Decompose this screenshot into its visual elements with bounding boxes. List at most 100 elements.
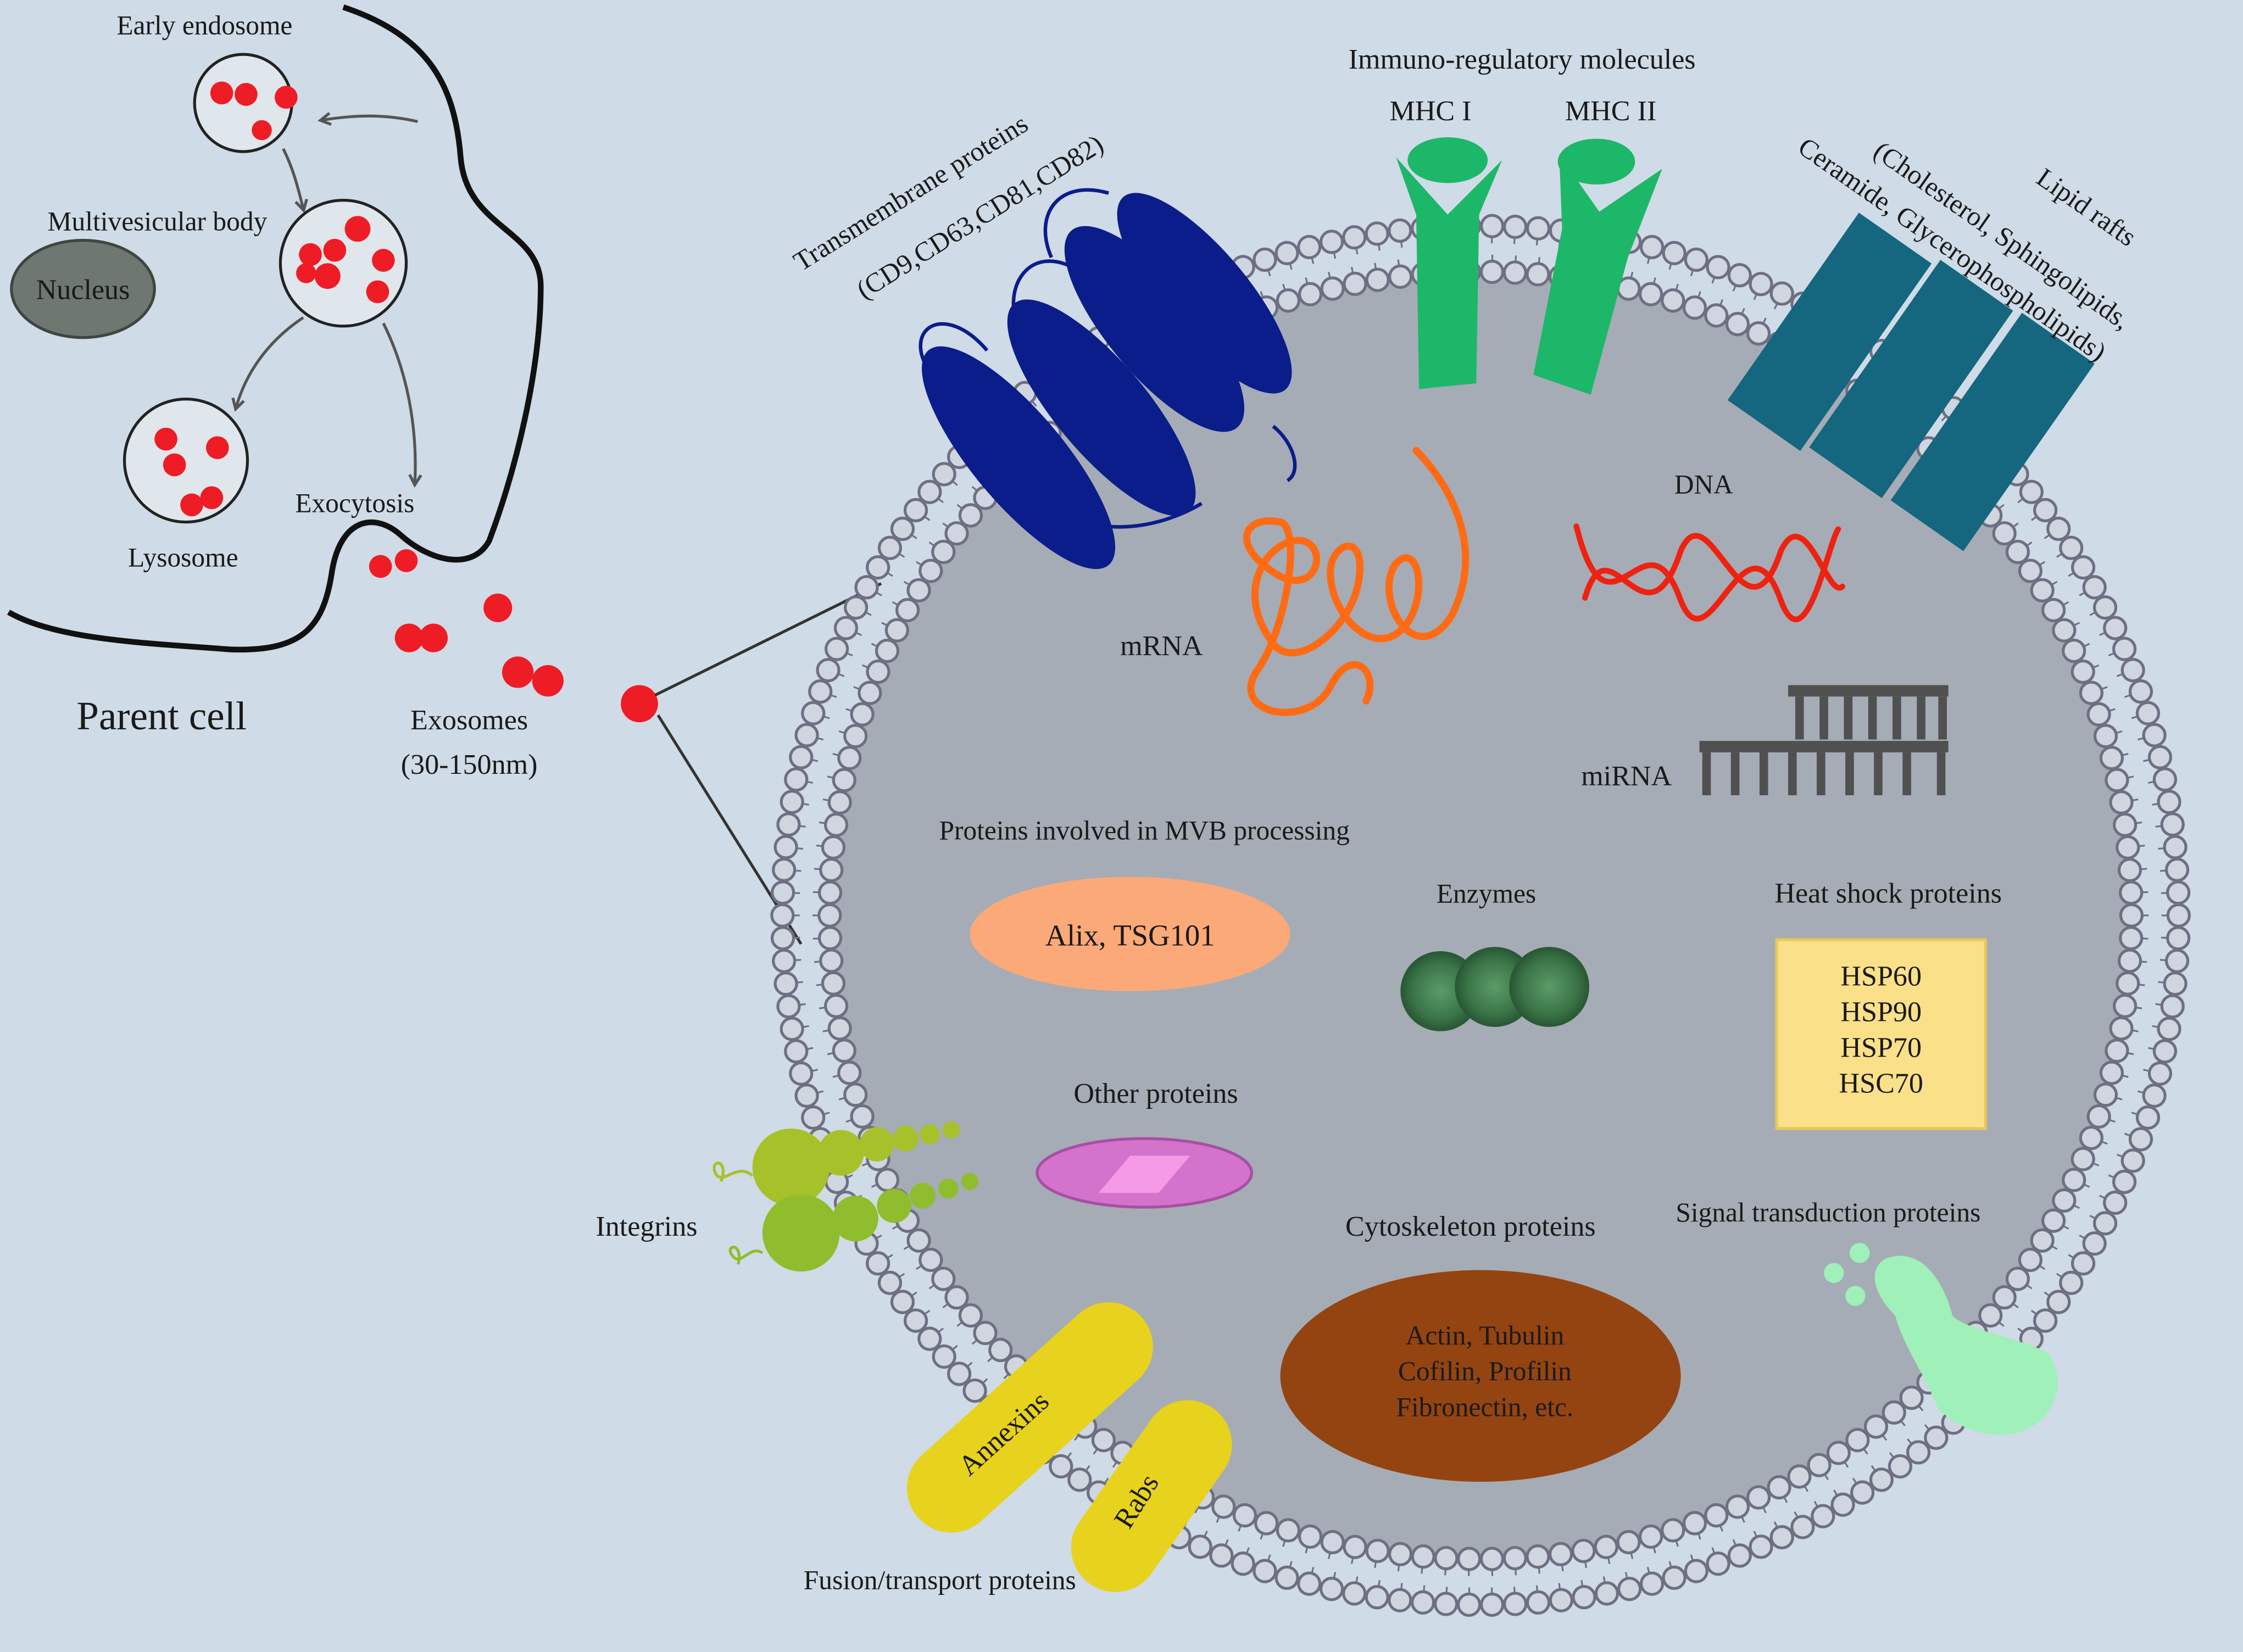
lipid-head (875, 638, 900, 663)
nucleus-label: Nucleus (36, 274, 130, 305)
lipid-head (832, 1038, 856, 1063)
cytoskeleton-protein (1280, 1270, 1681, 1482)
lipid-head (1526, 262, 1550, 287)
lipid-head (1411, 1590, 1435, 1615)
mvb-to-lysosome-arrow (236, 316, 304, 408)
lipid-head (1479, 259, 1505, 284)
early-endosome-label: Early endosome (116, 10, 292, 41)
integrins-label: Integrins (595, 1211, 697, 1242)
lipid-head (1479, 1547, 1505, 1571)
lipid-head (932, 462, 956, 487)
lipid-head (890, 516, 915, 542)
lipid-head (2157, 1017, 2181, 1041)
lipid-head (832, 768, 856, 792)
lipid-head (776, 812, 801, 837)
lipid-head (823, 812, 849, 837)
other-proteins-label: Other proteins (1073, 1078, 1238, 1109)
lipid-head (2052, 1188, 2077, 1213)
lipid-head (801, 701, 826, 725)
lipid-head (1706, 255, 1730, 280)
mhc2-label: MHC II (1565, 96, 1656, 127)
lipid-head (854, 575, 879, 600)
lipid-head (1388, 1542, 1413, 1566)
lipid-head (1548, 1542, 1573, 1566)
lipid-head (917, 1326, 942, 1351)
lipid-head (944, 521, 969, 546)
lipid-head (973, 1320, 998, 1346)
lipid-head (773, 971, 798, 996)
lipid-head (1526, 1544, 1550, 1569)
lipid-head (1684, 1559, 1708, 1583)
lipid-head (1433, 1592, 1459, 1616)
lipid-head (2142, 723, 2167, 747)
lipid-head (1978, 1303, 2003, 1328)
lipid-head (931, 1266, 956, 1291)
lipid-head (1992, 1285, 2017, 1310)
cytoskeleton-item: Actin, Tubulin (1406, 1320, 1565, 1350)
lipid-head (2019, 479, 2044, 504)
lipid-head (1297, 235, 1322, 260)
lipid-head (1863, 1414, 1889, 1439)
lipid-head (2086, 1104, 2111, 1129)
lipid-head (2071, 555, 2096, 580)
lipid-head (1479, 214, 1505, 238)
lipid-head (1343, 271, 1367, 296)
alix-tsg101-protein (970, 877, 1290, 991)
lipid-head (2062, 1168, 2086, 1192)
lipid-head (2152, 767, 2178, 792)
lipid-head (1684, 247, 1708, 272)
lipid-head (1342, 225, 1367, 250)
lipid-head (2157, 790, 2181, 814)
lipid-head (776, 994, 801, 1019)
lipid-head (843, 595, 869, 620)
mrna-strand (1243, 447, 1470, 716)
lipid-head (958, 1303, 983, 1328)
lipid-head (2128, 1127, 2153, 1152)
mvb-to-exocytosis-arrow (382, 322, 415, 484)
lipid-head (2163, 835, 2188, 860)
lipid-head (1661, 1518, 1685, 1543)
lipid-head (947, 1361, 972, 1386)
lipid-head (1638, 282, 1663, 306)
lipid-head (773, 835, 798, 860)
mirna-label: miRNA (1581, 761, 1672, 792)
lipid-head (819, 948, 844, 973)
lipid-head (770, 903, 795, 928)
lipid-head (772, 857, 797, 882)
lipid-head (2030, 1228, 2055, 1253)
lipid-head (1767, 1475, 1791, 1500)
lipid-head (2135, 701, 2161, 725)
immuno-regulatory-label: Immuno-regulatory molecules (1349, 44, 1696, 75)
hsp-title: Heat shock proteins (1774, 878, 2002, 909)
lipid-head (821, 971, 846, 996)
lipid-head (850, 1104, 875, 1129)
lipid-head (1411, 1544, 1435, 1569)
lipid-head (1769, 1525, 1794, 1550)
lipid-head (2079, 680, 2103, 705)
lipid-head (2052, 618, 2077, 643)
lipid-head (1882, 1400, 1906, 1425)
lipid-head (1457, 1547, 1482, 1571)
lipid-head (1617, 1577, 1642, 1601)
lipid-head (865, 555, 890, 580)
cytoskeleton-item: Fibronectin, etc. (1396, 1392, 1574, 1422)
lipid-head (2166, 926, 2191, 951)
lipid-head (2059, 535, 2084, 560)
lipid-head (837, 745, 862, 771)
signal-transduction-label: Signal transduction proteins (1676, 1197, 1980, 1227)
lipid-head (1526, 1590, 1551, 1615)
lipid-head (1594, 1581, 1619, 1606)
lipid-head (1365, 1538, 1390, 1564)
lipid-head (890, 1290, 915, 1314)
lipid-head (2142, 1083, 2167, 1108)
lipid-head (2092, 1211, 2118, 1236)
lipid-head (833, 616, 859, 640)
lipid-head (2005, 1266, 2030, 1291)
lipid-head (1526, 216, 1551, 241)
lipid-head (801, 1105, 826, 1130)
lipid-head (2119, 880, 2144, 905)
lipid-head (2071, 1147, 2095, 1171)
lipid-head (1232, 1503, 1257, 1528)
nucleus (10, 238, 156, 339)
